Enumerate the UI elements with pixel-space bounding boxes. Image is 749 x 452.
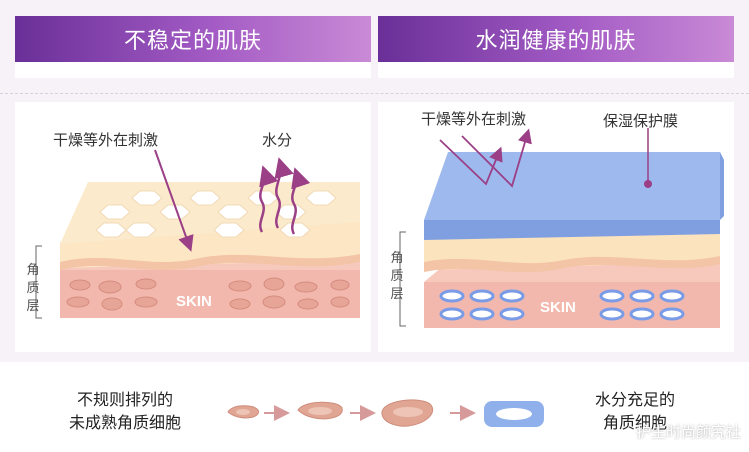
immature-cells-caption-line1: 不规则排列的: [76, 390, 173, 409]
right-panel-title: 水润健康的肌肤: [378, 16, 734, 62]
right-skin-label: SKIN: [540, 299, 576, 316]
left-moisture-label: 水分: [262, 131, 293, 149]
cell-progression: [227, 399, 544, 427]
left-panel-title: 不稳定的肌肤: [15, 16, 371, 62]
right-stratum-corneum-label: 角质层: [390, 251, 404, 302]
immature-cells-caption-line2: 未成熟角质细胞: [68, 413, 181, 432]
hydrated-cells-caption-line1: 水分充足的: [594, 390, 675, 409]
left-skin-block: [35, 149, 360, 319]
hydrated-cells-caption: 水分充足的 角质细胞: [570, 388, 700, 434]
right-irritation-label: 干燥等外在刺激: [421, 110, 527, 128]
left-skin-label: SKIN: [176, 293, 212, 310]
dashed-divider: [0, 93, 749, 94]
left-irritation-label: 干燥等外在刺激: [53, 131, 159, 149]
watermark: 护生时尚颜究社: [635, 423, 741, 441]
right-membrane-label: 保湿保护膜: [603, 112, 679, 130]
left-stratum-corneum-label: 角质层: [26, 263, 40, 314]
immature-cells-caption: 不规则排列的 未成熟角质细胞: [50, 388, 200, 434]
hydrated-cells-caption-line2: 角质细胞: [602, 413, 667, 432]
right-skin-block: [399, 128, 724, 328]
